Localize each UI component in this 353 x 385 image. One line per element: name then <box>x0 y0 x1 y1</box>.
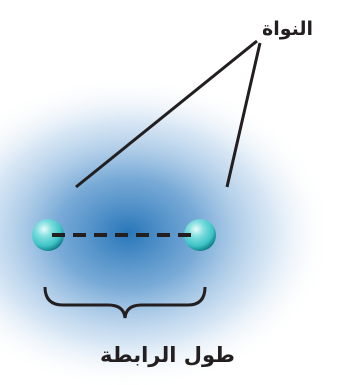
nucleus-label: النواة <box>262 18 313 40</box>
bond-length-label: طول الرابطة <box>100 343 235 367</box>
